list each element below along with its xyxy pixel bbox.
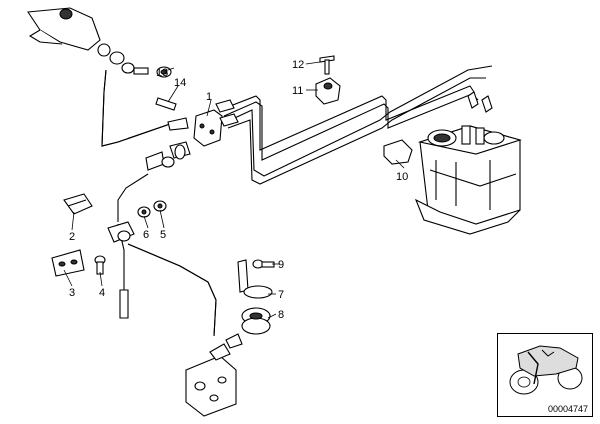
callout-4: 4 xyxy=(99,287,105,299)
screw-4 xyxy=(94,255,106,275)
callout-13: 13 xyxy=(156,67,168,79)
rubber-mount-11 xyxy=(315,77,341,105)
line-fittings xyxy=(145,99,239,171)
screw-9 xyxy=(252,259,275,269)
document-number: 00004747 xyxy=(547,404,588,414)
rigid-brake-lines xyxy=(219,65,493,185)
clip-10 xyxy=(383,139,413,165)
callout-3: 3 xyxy=(69,287,75,299)
callout-6: 6 xyxy=(143,229,149,241)
grommet-8 xyxy=(241,307,271,335)
t-piece xyxy=(107,221,135,243)
banjo-bolt-upper xyxy=(109,51,177,111)
hose-bracket-7 xyxy=(237,259,273,299)
bracket-3 xyxy=(51,249,85,277)
callout-2: 2 xyxy=(69,231,75,243)
washer-6 xyxy=(137,206,151,218)
callout-7: 7 xyxy=(278,289,284,301)
hand-lever-master-cylinder xyxy=(27,7,111,57)
callout-11: 11 xyxy=(292,85,303,97)
abs-pressure-modulator xyxy=(414,125,522,235)
callout-5: 5 xyxy=(160,229,166,241)
callout-10: 10 xyxy=(396,171,408,183)
brake-caliper xyxy=(185,333,243,417)
washer-5 xyxy=(153,200,167,212)
brake-distributor xyxy=(193,109,223,147)
callout-12: 12 xyxy=(292,59,304,71)
vehicle-locator-inset xyxy=(497,333,593,417)
clamp-2 xyxy=(63,193,93,215)
callout-1: 1 xyxy=(206,91,212,103)
callout-8: 8 xyxy=(278,309,284,321)
motorcycle-icon xyxy=(509,345,583,395)
callout-9: 9 xyxy=(278,259,284,271)
leader-lines xyxy=(63,61,405,319)
callout-14: 14 xyxy=(174,77,186,89)
screw-12 xyxy=(319,55,335,75)
